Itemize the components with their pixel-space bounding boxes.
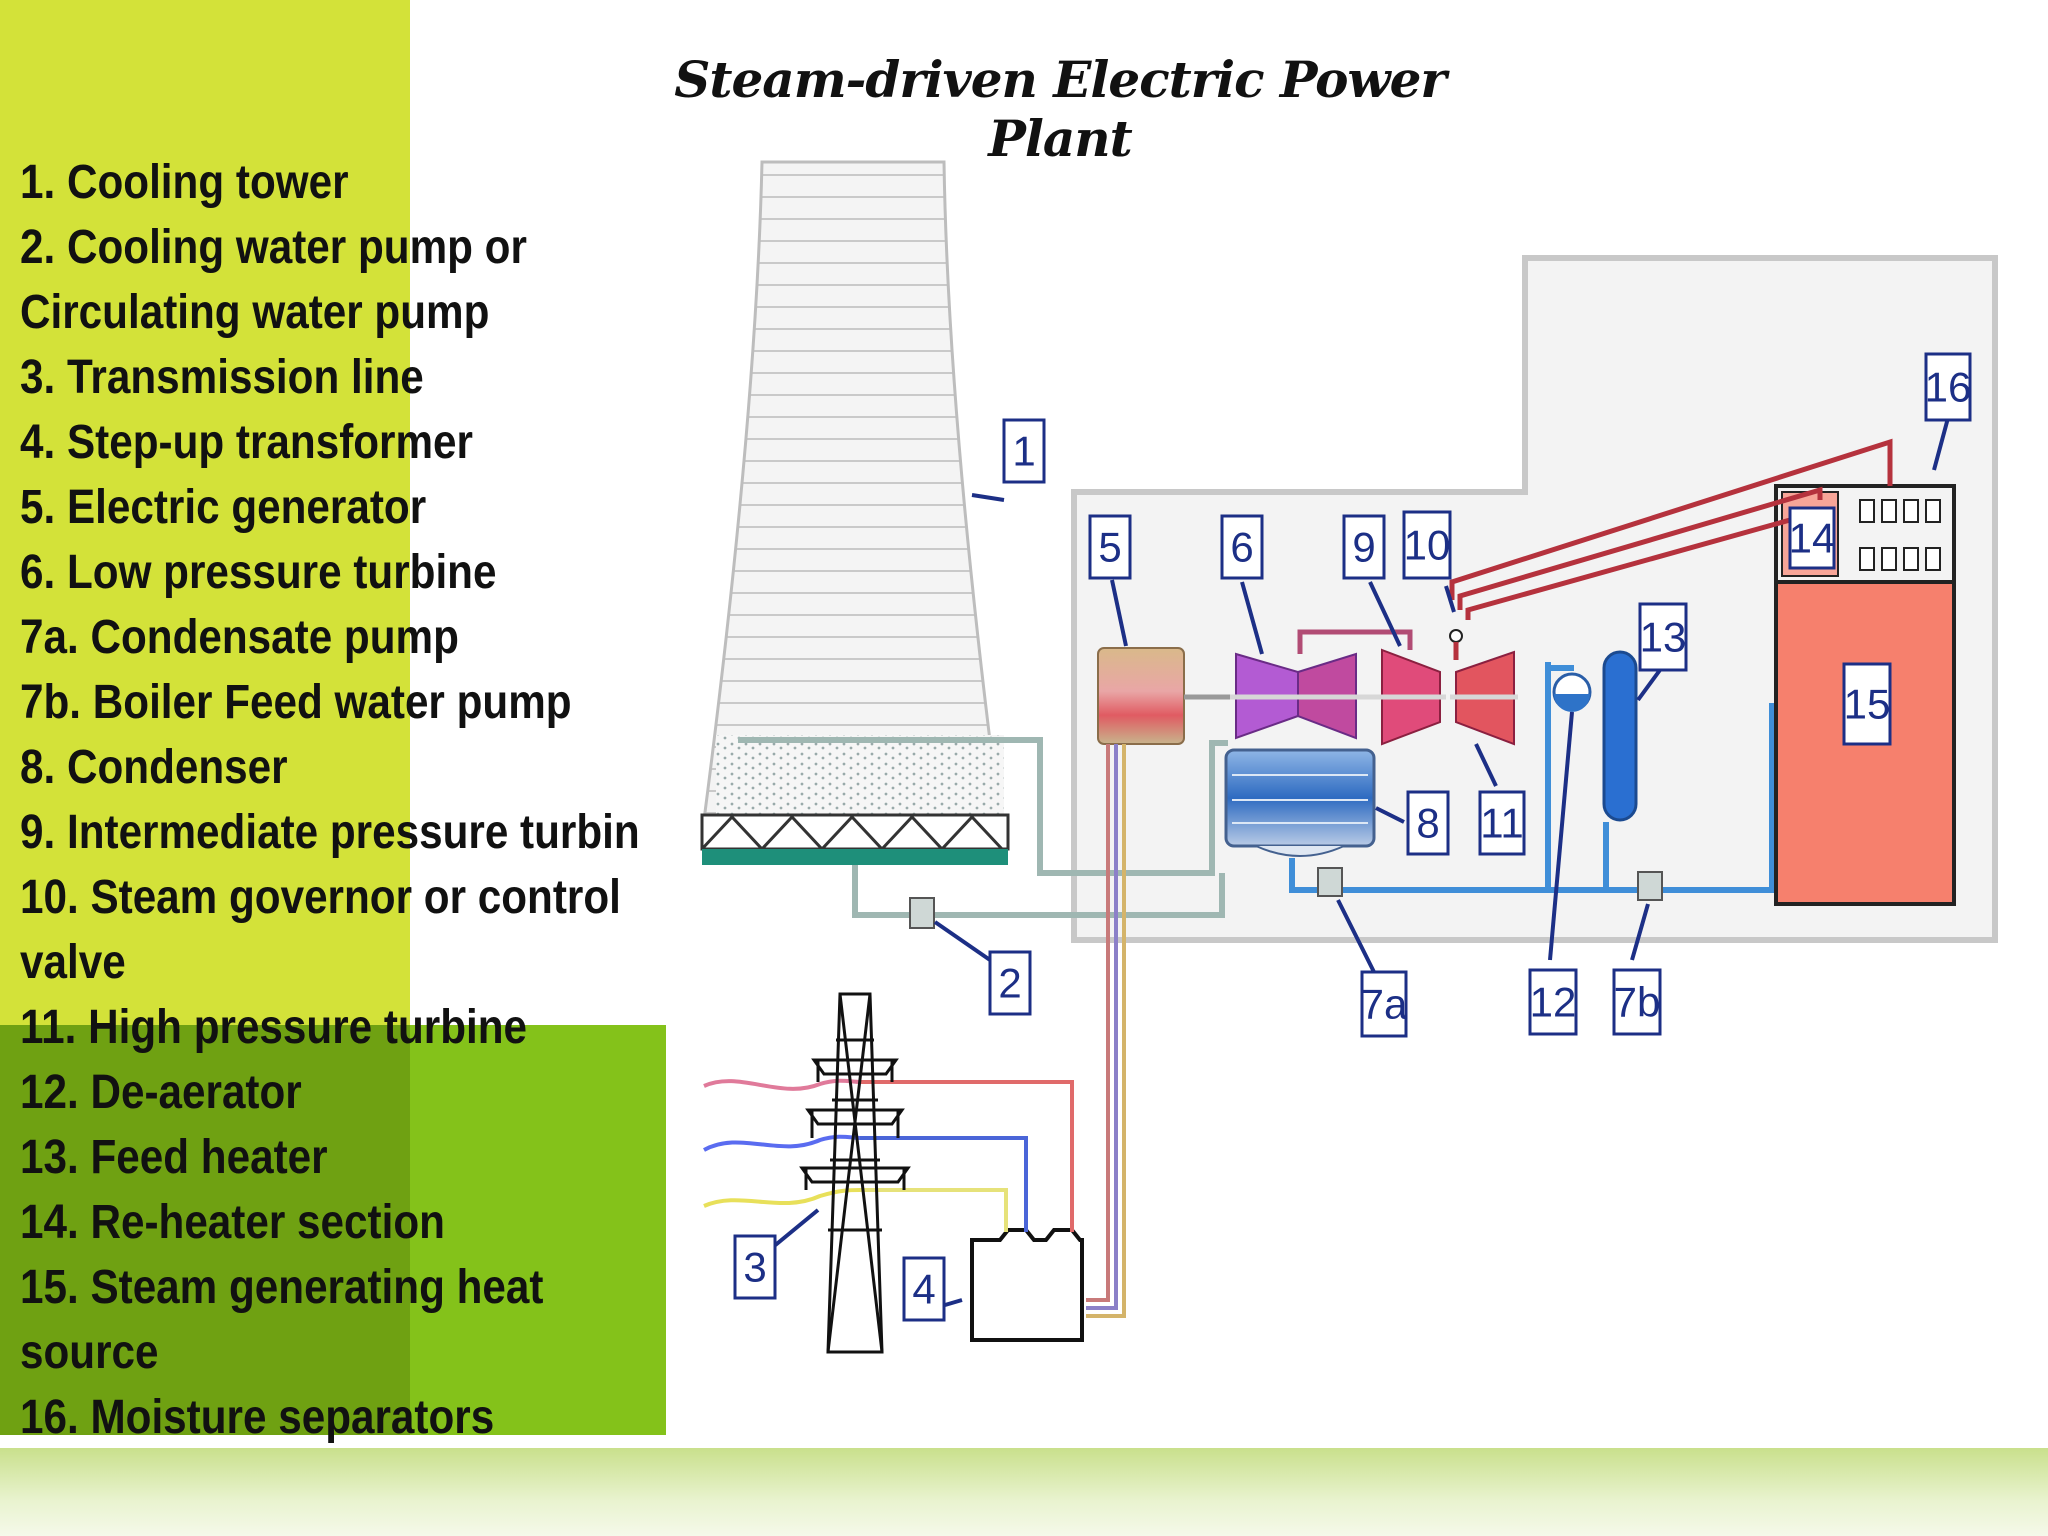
- legend-item: 12. De-aerator: [20, 1066, 302, 1119]
- svg-text:5: 5: [1098, 524, 1121, 571]
- legend-item: 14. Re-heater section: [20, 1196, 445, 1249]
- legend-item: 9. Intermediate pressure turbin: [20, 806, 640, 859]
- svg-text:2: 2: [998, 960, 1021, 1007]
- step-up-transformer: [970, 1228, 1084, 1342]
- legend-item: 8. Condenser: [20, 741, 288, 794]
- tag-low-pressure-turbine: 6: [1220, 514, 1264, 580]
- tag-de-aerator: 12: [1528, 968, 1578, 1036]
- tag-cooling-water-pump: 2: [988, 950, 1032, 1016]
- svg-text:11: 11: [1480, 800, 1524, 847]
- tag-moisture-separators: 16: [1924, 352, 1972, 422]
- condensate-pump: [1317, 867, 1343, 897]
- svg-text:16: 16: [1925, 364, 1972, 411]
- label-leader-lines: [743, 417, 1950, 1307]
- dark-green-panel: [0, 1025, 410, 1435]
- steam-lines: [1449, 438, 1893, 660]
- cooling-water-pump: [909, 897, 935, 929]
- tag-re-heater-section: 14: [1788, 506, 1836, 570]
- transmission-tower: [799, 992, 911, 1354]
- lime-side-panel: [0, 0, 410, 1025]
- tag-cooling-tower: 1: [1002, 418, 1046, 484]
- svg-text:8: 8: [1416, 800, 1439, 847]
- svg-text:7b: 7b: [1614, 979, 1661, 1026]
- legend-item: 7a. Condensate pump: [20, 611, 459, 664]
- svg-text:15: 15: [1844, 681, 1891, 728]
- intermediate-pressure-turbine: [1364, 648, 1446, 746]
- svg-text:10: 10: [1404, 522, 1451, 569]
- legend-item: Circulating water pump: [20, 286, 490, 339]
- tag-steam-governor: 10: [1402, 510, 1452, 580]
- component-legend: 1. Cooling tower 2. Cooling water pump o…: [20, 150, 680, 1450]
- feedwater-piping: [1289, 662, 1775, 893]
- legend-item: 13. Feed heater: [20, 1131, 328, 1184]
- svg-text:9: 9: [1352, 524, 1375, 571]
- legend-item: 7b. Boiler Feed water pump: [20, 676, 572, 729]
- legend-item: 16. Moisture separators: [20, 1391, 495, 1444]
- svg-text:12: 12: [1530, 979, 1577, 1026]
- tag-transmission-line: 3: [733, 1234, 777, 1300]
- tag-feed-heater: 13: [1638, 602, 1688, 672]
- page-title: Steam-driven Electric Power Plant: [674, 50, 1446, 168]
- feed-heater: [1602, 650, 1638, 822]
- legend-item: 4. Step-up transformer: [20, 416, 473, 469]
- de-aerator: [1552, 672, 1592, 712]
- cooling-tower: [700, 160, 1010, 865]
- tag-steam-generating-heat-source: 15: [1842, 662, 1892, 746]
- svg-text:7a: 7a: [1361, 981, 1408, 1028]
- svg-text:3: 3: [743, 1244, 766, 1291]
- legend-item: 5. Electric generator: [20, 481, 427, 534]
- electric-generator: [1097, 647, 1236, 745]
- svg-text:6: 6: [1230, 524, 1253, 571]
- tag-step-up-transformer: 4: [902, 1256, 946, 1322]
- legend-item: 6. Low pressure turbine: [20, 546, 497, 599]
- svg-text:13: 13: [1640, 614, 1687, 661]
- tag-condensate-pump: 7a: [1360, 970, 1408, 1038]
- svg-text:14: 14: [1789, 515, 1836, 562]
- legend-item: 2. Cooling water pump or: [20, 221, 527, 274]
- generator-transformer-cables: [1086, 744, 1126, 1318]
- condenser: [1224, 748, 1376, 857]
- transformer-to-tower-lines: [860, 1080, 1074, 1232]
- svg-text:1: 1: [1012, 428, 1035, 475]
- tag-high-pressure-turbine: 11: [1478, 790, 1526, 856]
- legend-item: 10. Steam governor or control: [20, 871, 621, 924]
- low-pressure-turbine: [1230, 652, 1364, 740]
- legend-item: 15. Steam generating heat: [20, 1261, 544, 1314]
- legend-item: 11. High pressure turbine: [20, 1001, 528, 1054]
- boiler-feed-pump: [1637, 871, 1663, 901]
- tag-intermediate-pressure-turbine: 9: [1342, 514, 1386, 580]
- high-pressure-turbine: [1450, 650, 1518, 746]
- tag-electric-generator: 5: [1088, 514, 1132, 580]
- legend-item: 1. Cooling tower: [20, 156, 349, 209]
- bottom-gradient-band: [0, 1448, 2048, 1536]
- legend-item: valve: [20, 936, 126, 989]
- turbine-crossover-pipe: [1297, 629, 1413, 654]
- tag-condenser: 8: [1406, 790, 1450, 856]
- tag-boiler-feed-pump: 7b: [1612, 968, 1662, 1036]
- legend-item: 3. Transmission line: [20, 351, 424, 404]
- svg-text:4: 4: [912, 1266, 935, 1313]
- legend-item: source: [20, 1326, 159, 1379]
